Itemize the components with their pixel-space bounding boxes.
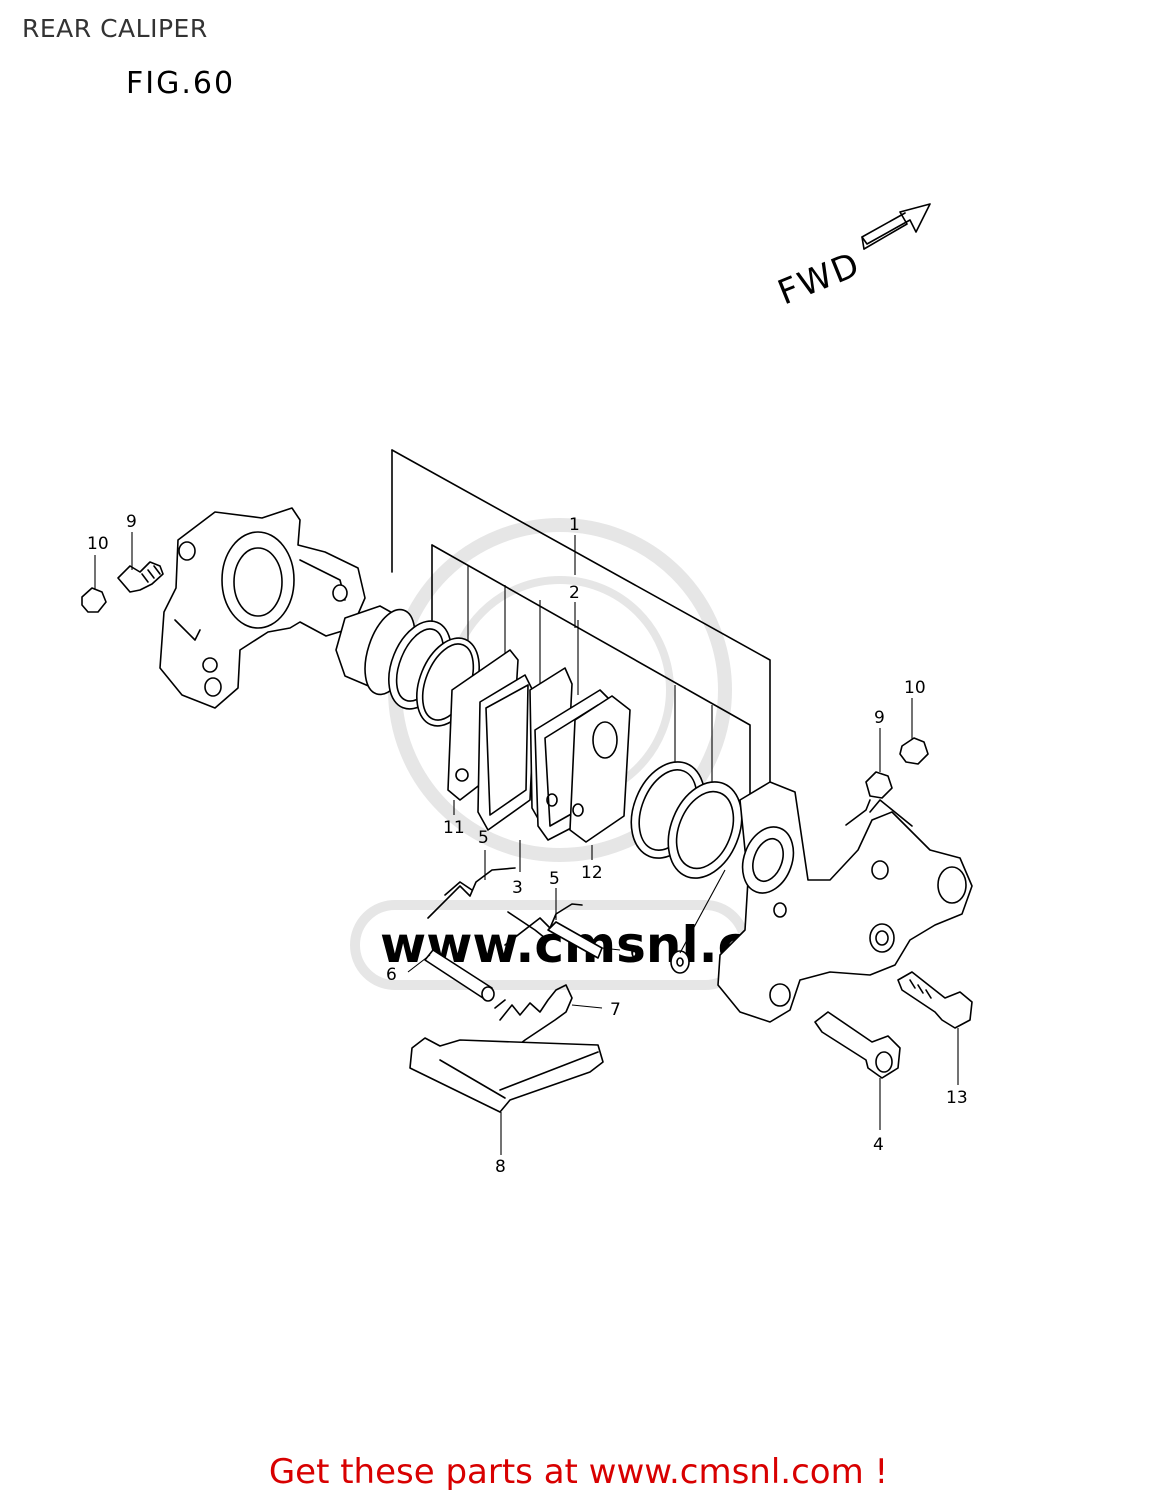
washer <box>670 950 690 974</box>
right-bleeder-valve <box>845 771 893 826</box>
pad-spring-right <box>504 903 583 946</box>
callout-5-left: 5 <box>478 828 489 848</box>
caliper-bolt-13 <box>897 971 973 1029</box>
figure-label: FIG.60 <box>126 66 235 101</box>
mounting-bolt-4 <box>814 1011 901 1079</box>
cmsnl-parts-link[interactable]: Get these parts at www.cmsnl.com ! <box>268 1452 889 1492</box>
callout-7: 7 <box>610 1000 621 1020</box>
callout-10-left: 10 <box>87 534 109 554</box>
callout-9-left: 9 <box>126 512 137 532</box>
left-caliper-body <box>159 507 366 709</box>
forward-direction-indicator: FWD <box>772 203 931 313</box>
callout-12: 12 <box>581 863 603 883</box>
right-piston-seals <box>630 761 743 879</box>
callout-6-left: 6 <box>386 965 397 985</box>
callout-6-right: 6 <box>630 943 641 963</box>
callout-5-right: 5 <box>549 869 560 889</box>
left-bleeder-cap <box>81 587 107 613</box>
callout-leader-lines <box>94 532 959 1155</box>
left-bleeder-valve <box>117 561 164 593</box>
callout-10-right: 10 <box>904 678 926 698</box>
assembly-bracket-lines <box>391 449 771 841</box>
right-bleeder-cap <box>899 737 929 765</box>
callout-4: 4 <box>873 1135 884 1155</box>
callout-13: 13 <box>946 1088 968 1108</box>
pad-pin-left <box>424 949 495 1002</box>
pad-cover <box>409 1037 604 1113</box>
forward-arrow-icon <box>861 203 931 250</box>
callout-11: 11 <box>443 818 465 838</box>
callout-1: 1 <box>569 515 580 535</box>
pad-shim-12 <box>569 695 631 843</box>
callout-numbers: 1 2 3 4 5 5 6 6 7 8 9 9 10 10 11 12 13 <box>87 512 968 1177</box>
callout-2: 2 <box>569 583 580 603</box>
forward-label: FWD <box>772 244 866 313</box>
callout-8: 8 <box>495 1157 506 1177</box>
right-caliper-body <box>717 781 973 1023</box>
pad-spring-left <box>427 867 516 919</box>
pad-retainer-clip <box>494 984 573 1051</box>
page-title: REAR CALIPER <box>22 14 208 43</box>
callout-9-right: 9 <box>874 708 885 728</box>
callout-3: 3 <box>512 878 523 898</box>
